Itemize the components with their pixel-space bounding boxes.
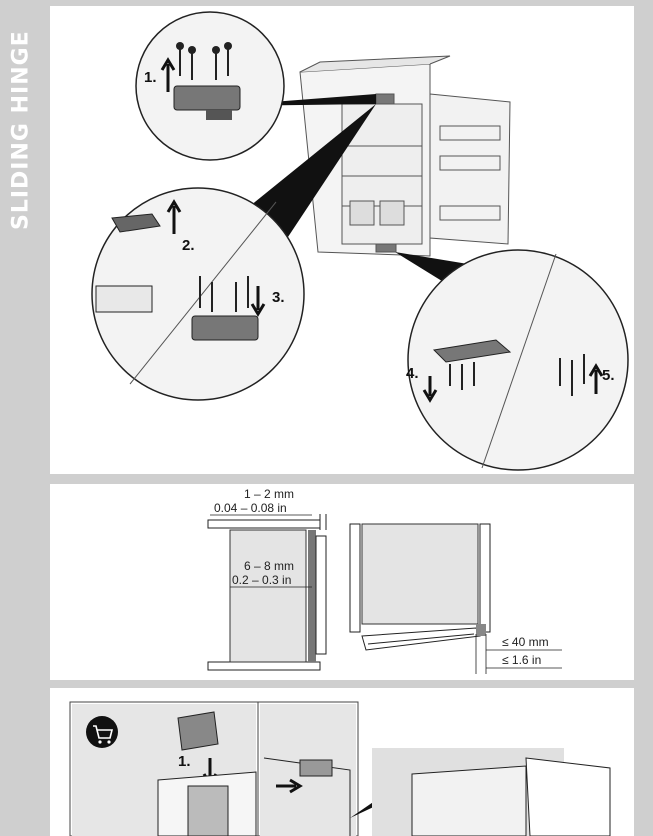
hinge-illustration-panel: 1. 2. 3. (50, 6, 634, 474)
section-title: SLIDING HINGE (8, 30, 34, 230)
step-2-label: 2. (182, 237, 195, 254)
pointer-wedge-2 (250, 104, 376, 246)
depth-in-label: 0.2 – 0.3 in (232, 573, 291, 587)
clearance-in-label: ≤ 1.6 in (502, 653, 541, 667)
bottom-step-1-label: 1. (178, 753, 191, 770)
dimension-panel: 1 – 2 mm 0.04 – 0.08 in 6 – 8 mm 0.2 – 0… (50, 484, 634, 680)
arrow-up-icon (166, 199, 182, 234)
dimension-diagram: 1 – 2 mm 0.04 – 0.08 in 6 – 8 mm 0.2 – 0… (207, 487, 562, 674)
step-3-label: 3. (272, 289, 285, 306)
arrow-up-icon (160, 57, 176, 92)
depth-mm-label: 6 – 8 mm (244, 559, 294, 573)
step-5-label: 5. (602, 367, 615, 384)
shopping-cart-icon (86, 716, 118, 748)
arrow-down-icon (422, 376, 438, 403)
arrow-right-icon (276, 778, 303, 794)
gap-in-label: 0.04 – 0.08 in (214, 501, 287, 515)
step-1-label: 1. (144, 69, 157, 86)
cabinet-section-right (349, 523, 491, 651)
detail-circle-3: 4. 5. (406, 249, 629, 471)
arrow-up-icon (588, 363, 604, 394)
install-step-panel: 1. (50, 688, 634, 836)
step-4-label: 4. (406, 365, 419, 382)
gap-mm-label: 1 – 2 mm (244, 487, 294, 501)
side-tab: SLIDING HINGE (0, 0, 42, 836)
clearance-mm-label: ≤ 40 mm (502, 635, 549, 649)
fridge-illustration (299, 55, 511, 257)
cabinet-section-left (207, 514, 327, 671)
install-diagram: 1. (69, 701, 611, 836)
arrow-down-icon (250, 286, 266, 317)
detail-circle-1: 1. (135, 11, 285, 161)
hinge-diagram: 1. 2. 3. (91, 11, 629, 471)
detail-circle-2: 2. 3. (91, 187, 305, 401)
